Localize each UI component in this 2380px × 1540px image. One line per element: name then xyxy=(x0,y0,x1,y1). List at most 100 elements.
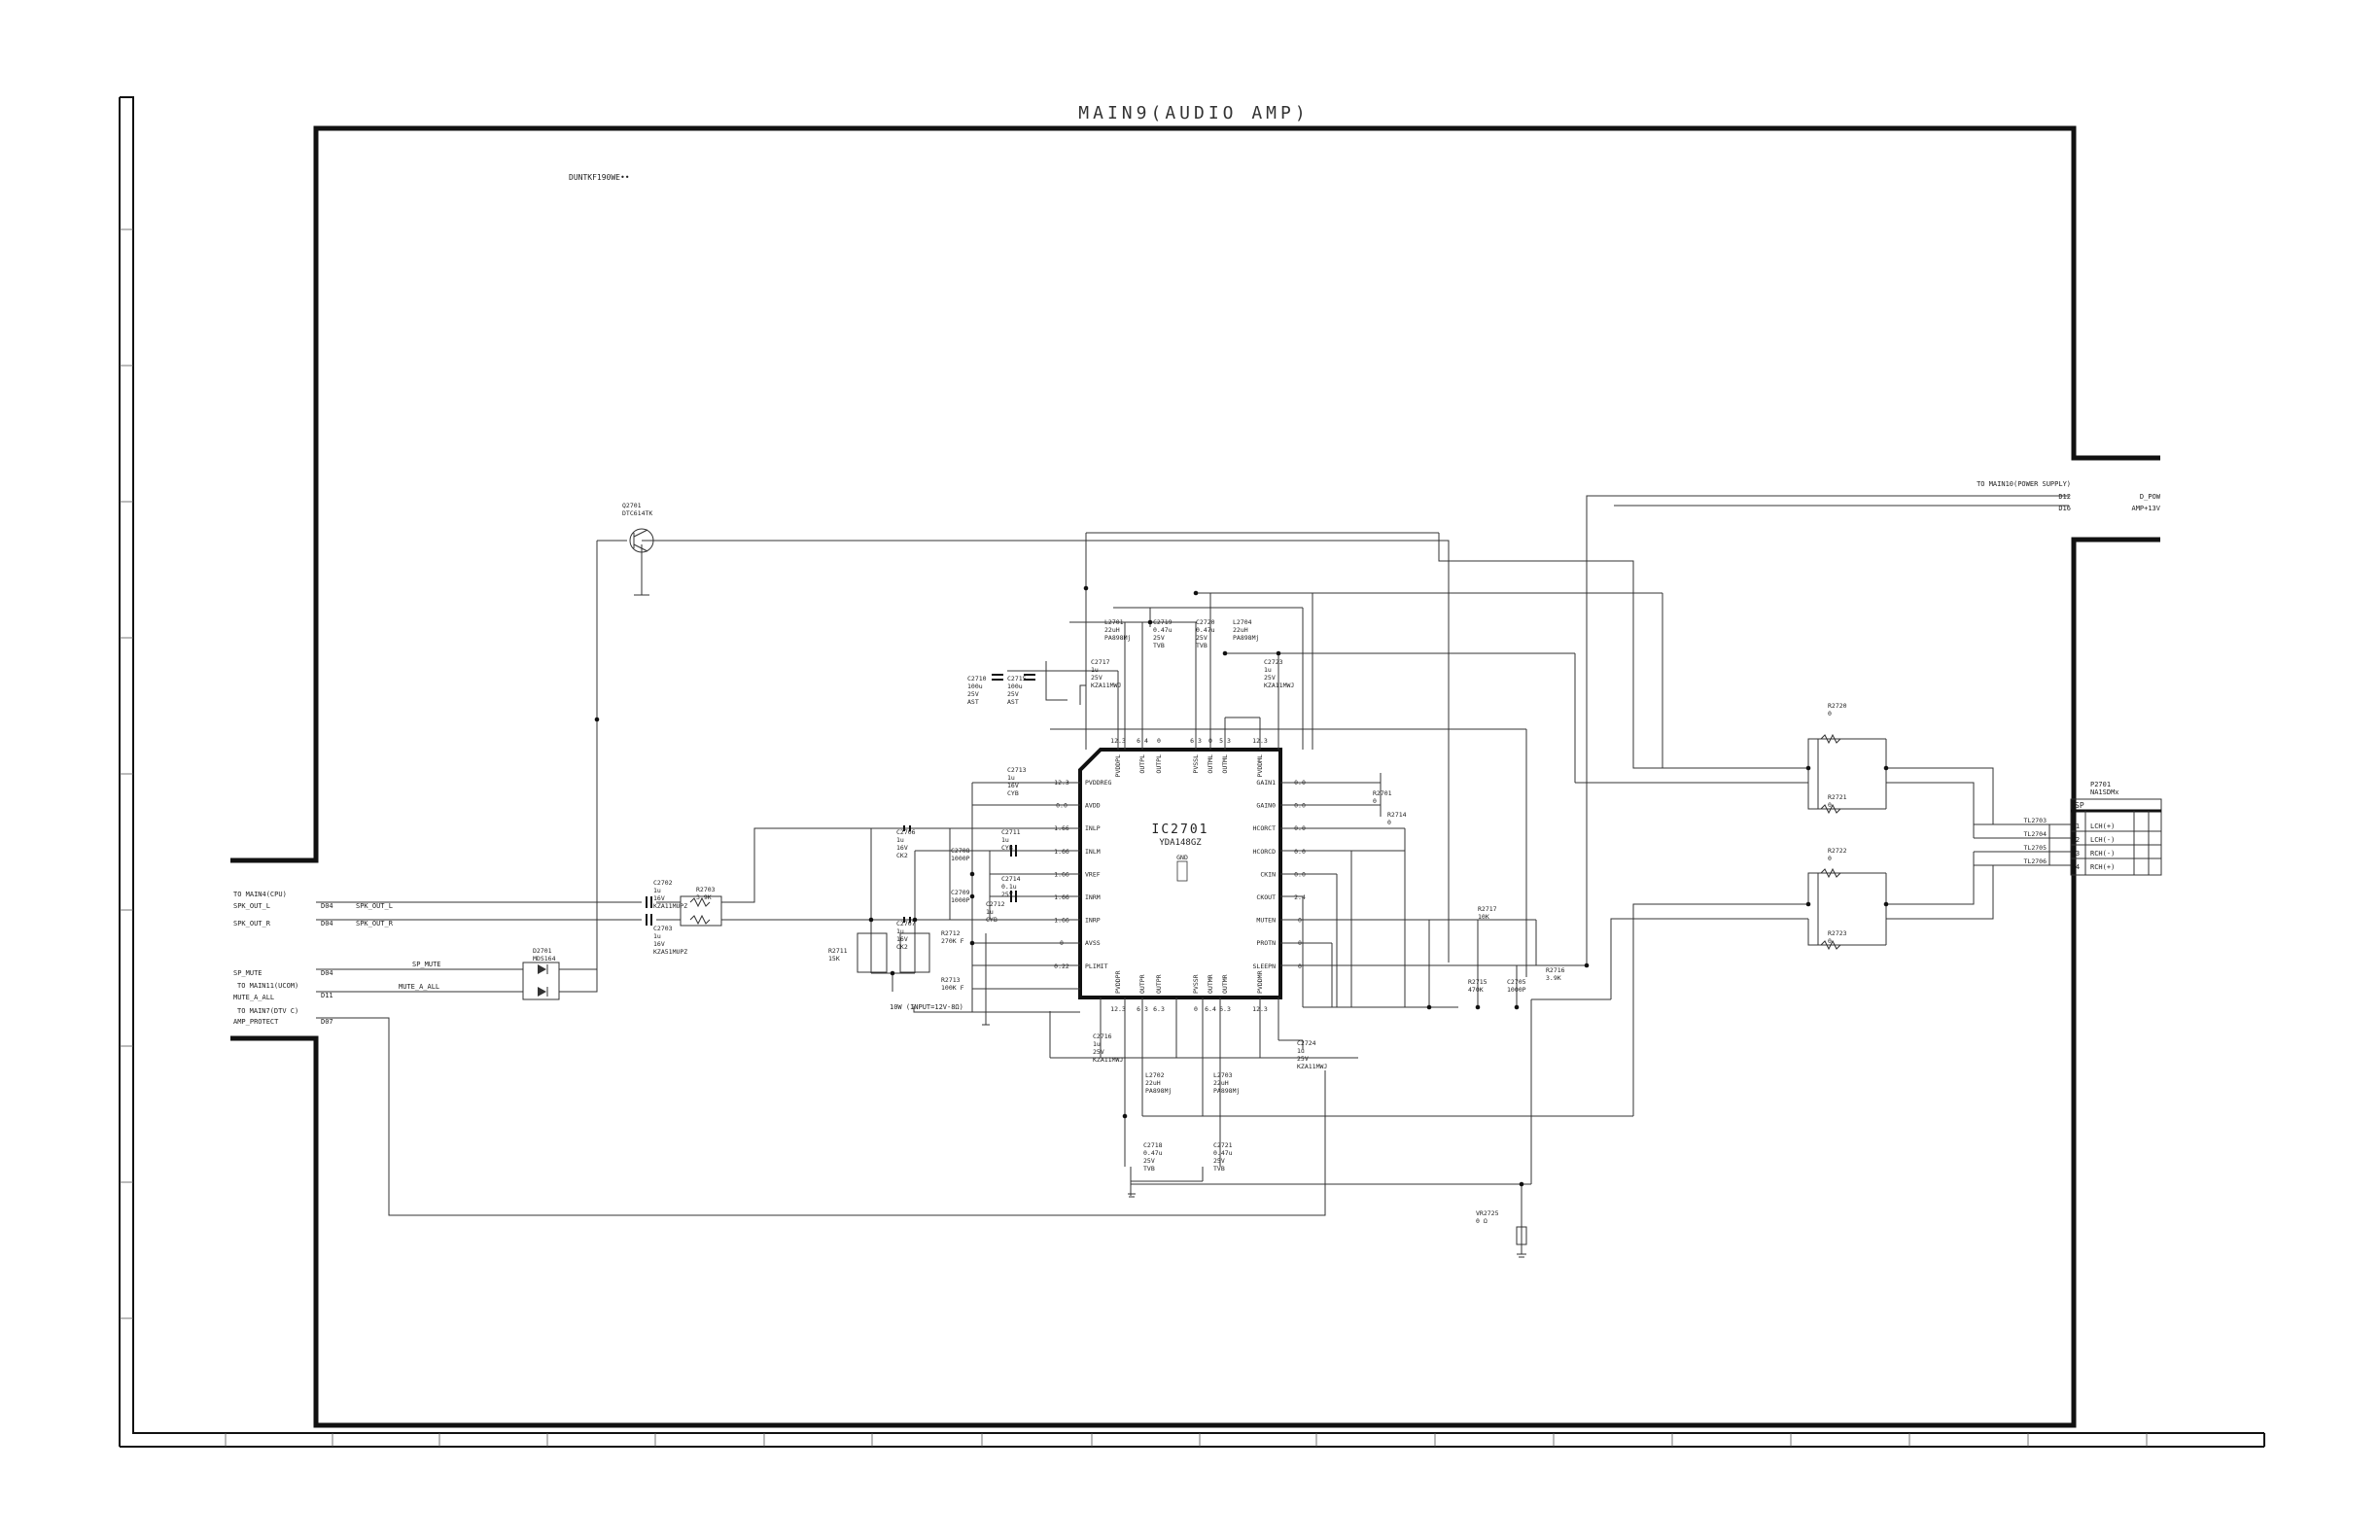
part-c2723-value: 25V xyxy=(1264,674,1276,682)
part-c2724-ref: C2724 xyxy=(1297,1039,1316,1047)
ic-pin-name: INLP xyxy=(1085,824,1101,832)
part-l2701-ref: L2701 xyxy=(1104,618,1124,626)
part-c2702-value: KZA11MUPZ xyxy=(653,902,687,910)
part-c2718-ref: C2718 xyxy=(1143,1141,1163,1149)
part-c2706-ref: C2706 xyxy=(896,828,916,836)
part-c2702-ref: C2702 xyxy=(653,879,673,887)
ic-pin-name: GAIN0 xyxy=(1256,802,1276,810)
conn-pin-d-pow: D12 xyxy=(2058,493,2071,501)
part-r2723-value: 0 xyxy=(1828,937,1832,945)
part-c2724-value: 25V xyxy=(1297,1055,1309,1063)
part-c2716-value: 25V xyxy=(1093,1048,1104,1056)
ic-pin-name: CKOUT xyxy=(1256,893,1276,901)
part-c2717-value: KZA11MWJ xyxy=(1091,682,1121,689)
ic-pin-voltage: 1.66 xyxy=(1054,893,1069,901)
part-c2719-value: 0.47u xyxy=(1153,626,1172,634)
plimit-note: 10W (INPUT=12V-8Ω) xyxy=(890,1003,963,1011)
ic-pin-name: PVSSR xyxy=(1192,974,1200,994)
part-c2716-value: KZA11MWJ xyxy=(1093,1056,1123,1064)
part-r2703-ref: R2703 xyxy=(696,886,716,893)
net-sp-mute: SP_MUTE xyxy=(412,961,441,968)
part-c2718-value: 0.47u xyxy=(1143,1149,1163,1157)
ic-pin-voltage: 6.3 xyxy=(1219,1005,1231,1013)
net-spk-out-r: SPK_OUT_R xyxy=(356,920,394,928)
section-frame xyxy=(230,125,2160,1428)
ic-pin-name: AVSS xyxy=(1085,939,1101,947)
ic-pin-voltage: 12.3 xyxy=(1110,1005,1126,1013)
sp-pin-name: LCH(-) xyxy=(2090,836,2115,844)
ic-ref: IC2701 xyxy=(1152,822,1209,837)
part-c2717-value: 1u xyxy=(1091,666,1099,674)
p2701-ref: P2701 xyxy=(2090,781,2111,788)
part-c2707-value: 16V xyxy=(896,935,908,943)
part-r2714-value: 0 xyxy=(1387,819,1391,826)
part-c2705-value: 1000P xyxy=(1507,986,1526,994)
part-c2708-ref: C2708 xyxy=(951,847,970,855)
test-point-label: TL2704 xyxy=(2024,830,2048,838)
ic-pin-name: AVDD xyxy=(1085,802,1101,810)
ic-pin-voltage: 6.4 xyxy=(1205,1005,1216,1013)
part-c2713-value: 16V xyxy=(1007,782,1019,789)
part-c2707-value: 1u xyxy=(896,928,904,935)
part-c2714-value: 0.1u xyxy=(1001,883,1017,891)
part-c2715-value: 100u xyxy=(1007,682,1023,690)
sp-pin-name: RCH(-) xyxy=(2090,850,2115,858)
part-l2703-ref: L2703 xyxy=(1213,1071,1233,1079)
net-amp13v: AMP+13V xyxy=(2131,505,2160,512)
part-c2706-value: 16V xyxy=(896,844,908,852)
part-c2710-value: 100u xyxy=(967,682,983,690)
model-code: DUNTKF190WE•• xyxy=(569,173,630,182)
part-r2701-ref: R2701 xyxy=(1373,789,1392,797)
part-c2724-value: 1u xyxy=(1297,1047,1305,1055)
ic-pin-name: OUTPL xyxy=(1138,754,1146,774)
part-c2718-value: 25V xyxy=(1143,1157,1155,1165)
part-c2714-value: 25V xyxy=(1001,891,1013,898)
part-l2702-value: 22uH xyxy=(1145,1079,1161,1087)
wiring xyxy=(316,495,2071,1254)
part-c2719-value: 25V xyxy=(1153,634,1165,642)
part-c2703-value: KZA51MUPZ xyxy=(653,948,687,956)
part-l2702-value: PA898Mj xyxy=(1145,1087,1172,1095)
ic-pin-name: INRM xyxy=(1085,893,1101,901)
part-c2719-value: TVB xyxy=(1153,642,1165,649)
part-c2706-value: CK2 xyxy=(896,852,908,859)
test-point-label: TL2703 xyxy=(2024,817,2048,824)
test-point-label: TL2706 xyxy=(2024,858,2048,865)
part-r2715-value: 470K xyxy=(1468,986,1484,994)
ic-part-number: YDA148GZ xyxy=(1159,838,1202,848)
part-r2712-value: 270K F xyxy=(941,937,964,945)
part-c2708-value: 1000P xyxy=(951,855,970,862)
ic-pin-name: SLEEPN xyxy=(1253,962,1277,970)
part-r2711-ref: R2711 xyxy=(828,947,848,955)
part-r2716-value: 3.9K xyxy=(1546,974,1561,982)
to-main11-label: TO MAIN11(UCOM) xyxy=(237,982,298,990)
part-c2709-value: 1000P xyxy=(951,896,970,904)
conn-pin-mute-a-all: D11 xyxy=(321,992,333,999)
part-c2723-value: 1u xyxy=(1264,666,1272,674)
part-c2717-ref: C2717 xyxy=(1091,658,1110,666)
ic-pin-name: PVDDREG xyxy=(1085,779,1111,787)
ic-pin-name: VREF xyxy=(1085,870,1101,878)
part-c2721-ref: C2721 xyxy=(1213,1141,1233,1149)
part-l2703-value: 22uH xyxy=(1213,1079,1229,1087)
to-main4-label: TO MAIN4(CPU) xyxy=(233,891,287,898)
ic-pin-name: INRP xyxy=(1085,917,1101,925)
left-connectors: TO MAIN4(CPU) SPK_OUT_L D04 SPK_OUT_L SP… xyxy=(233,891,441,1026)
part-c2707-value: CK2 xyxy=(896,943,908,951)
ic-pin-name: CKIN xyxy=(1260,870,1276,878)
part-c2711-value: CYB xyxy=(1001,844,1013,852)
part-c2713-value: 1u xyxy=(1007,774,1015,782)
part-c2703-value: 1u xyxy=(653,932,661,940)
part-l2701-value: 22uH xyxy=(1104,626,1120,634)
part-r2720-ref: R2720 xyxy=(1828,702,1847,710)
ic-gnd-mark: GND xyxy=(1176,854,1188,861)
part-symbols xyxy=(522,528,1841,1258)
part-c2714-ref: C2714 xyxy=(1001,875,1021,883)
part-c2710-ref: C2710 xyxy=(967,675,987,682)
ic-pin-name: INLM xyxy=(1085,848,1101,856)
part-r2712-ref: R2712 xyxy=(941,929,961,937)
part-q2701-value: DTC614TK xyxy=(622,509,652,517)
